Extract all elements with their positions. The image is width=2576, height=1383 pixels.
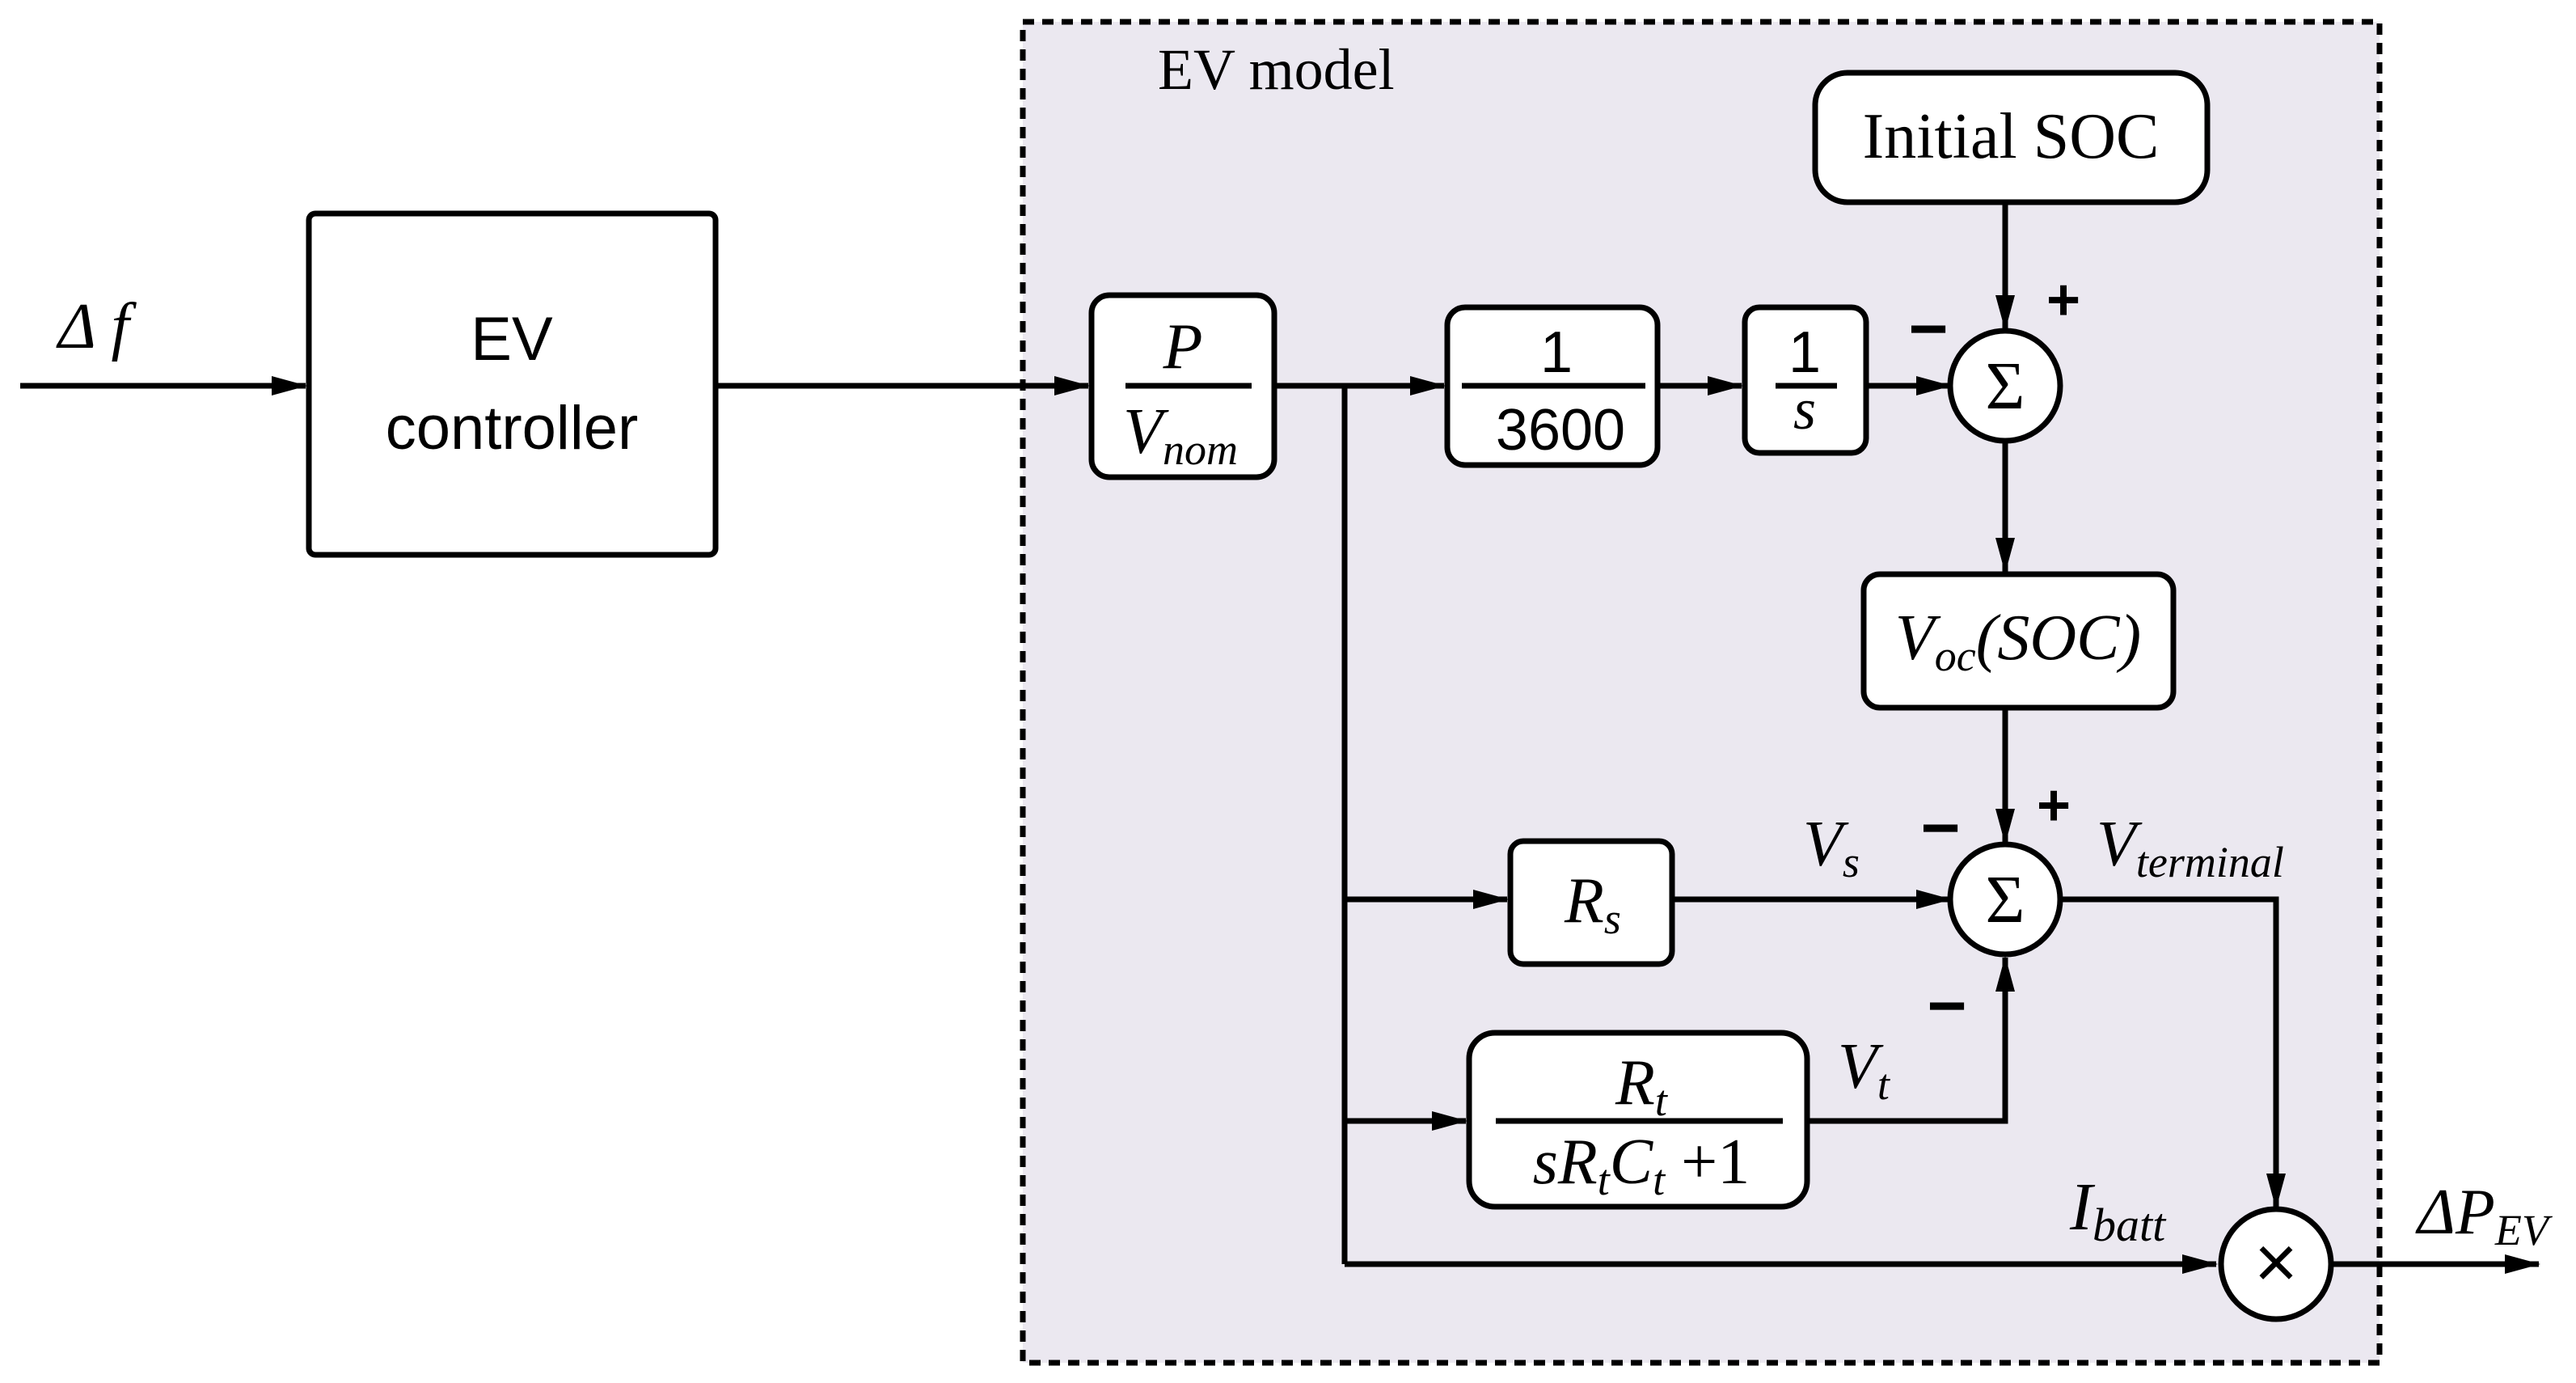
- sum2-minus-top-sign: −: [1920, 789, 1960, 865]
- ibatt-sub: batt: [2092, 1199, 2167, 1251]
- output-sub: EV: [2494, 1206, 2553, 1254]
- initial-soc-label: Initial SOC: [1863, 101, 2160, 172]
- integrator-denominator: s: [1793, 377, 1816, 442]
- sum1-plus-sign: +: [2046, 268, 2080, 332]
- product-symbol: ×: [2254, 1221, 2298, 1304]
- vnom-sub: nom: [1163, 425, 1238, 474]
- rt-num-main: R: [1615, 1047, 1655, 1119]
- integrator-numerator: 1: [1788, 320, 1821, 385]
- vt-signal-label: Vt: [1838, 1031, 1891, 1109]
- ibatt-main: I: [2069, 1169, 2096, 1245]
- voc-rest: (SOC): [1976, 603, 2141, 674]
- sum1-minus-sign: −: [1908, 290, 1948, 366]
- sum1-symbol: Σ: [1986, 349, 2025, 424]
- vs-signal-label: Vs: [1803, 809, 1860, 886]
- rt-num-sub: t: [1655, 1076, 1669, 1125]
- ev-controller-label-line2: controller: [386, 394, 639, 463]
- rs-label: Rs: [1564, 865, 1621, 943]
- vs-sub: s: [1843, 838, 1860, 886]
- rs-sub: s: [1604, 895, 1621, 943]
- rs-main: R: [1564, 865, 1604, 937]
- voc-soc-label: Voc(SOC): [1895, 603, 2141, 680]
- rt-den-b-sub: t: [1598, 1156, 1611, 1204]
- rt-den-a: sR: [1533, 1127, 1598, 1198]
- sum2-to-product-arrow: [2060, 896, 2286, 1209]
- vnom-denominator: Vnom: [1123, 396, 1238, 474]
- ev-model-title: EV model: [1158, 37, 1395, 102]
- rt-to-sum2-arrow: [1807, 956, 2015, 1124]
- ibatt-signal-label: Ibatt: [2069, 1169, 2167, 1251]
- rt-denominator: sRtCt +1: [1533, 1127, 1750, 1204]
- vterminal-main: V: [2097, 809, 2143, 880]
- vnom-main: V: [1123, 396, 1169, 467]
- rs-block: [1507, 838, 1675, 967]
- integrator-block: [1742, 304, 1869, 456]
- sum2-plus-sign: +: [2037, 773, 2071, 838]
- vterminal-signal-label: Vterminal: [2097, 809, 2284, 886]
- ev-controller-block: [306, 210, 719, 558]
- vterminal-sub: terminal: [2136, 838, 2284, 886]
- sum2-minus-bottom-sign: −: [1927, 967, 1966, 1043]
- gain-numerator: 1: [1540, 320, 1573, 385]
- rt-numerator: Rt: [1615, 1047, 1669, 1125]
- ev-controller-label-line1: EV: [471, 305, 553, 374]
- rt-den-c: C: [1610, 1127, 1654, 1198]
- vt-sub: t: [1877, 1060, 1891, 1109]
- p-numerator: P: [1163, 311, 1203, 383]
- output-main: ΔP: [2415, 1177, 2495, 1248]
- vs-main: V: [1803, 809, 1849, 880]
- initial-soc-block: [1812, 70, 2211, 205]
- vt-main: V: [1838, 1031, 1884, 1102]
- voc-sub: oc: [1935, 632, 1976, 680]
- rt-den-d-sub: t: [1653, 1156, 1666, 1204]
- voc-soc-block: [1860, 571, 2177, 711]
- delta-f-label: Δ f: [56, 291, 137, 362]
- voc-main: V: [1895, 603, 1941, 674]
- rt-den-e: +1: [1665, 1127, 1750, 1198]
- sum2-symbol: Σ: [1986, 862, 2025, 937]
- delta-pev-output-label: ΔPEV: [2415, 1177, 2553, 1254]
- gain-denominator: 3600: [1496, 398, 1625, 463]
